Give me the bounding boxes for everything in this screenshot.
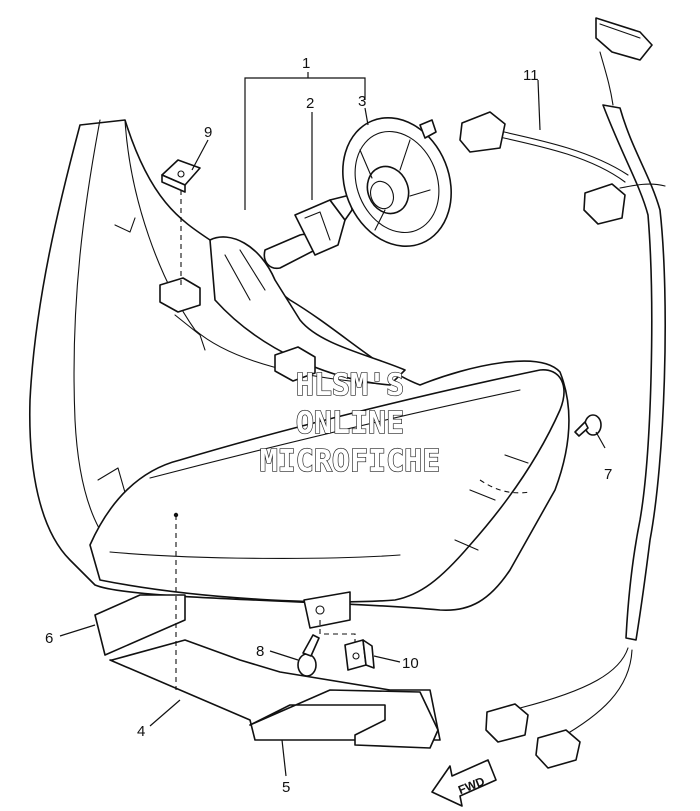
callout-1: 1	[302, 55, 310, 72]
callout-8: 8	[256, 643, 264, 660]
screw-7	[574, 414, 602, 437]
callout-2: 2	[306, 95, 314, 112]
clip-nut-9	[161, 159, 201, 193]
watermark-line-2: ONLINE	[296, 406, 404, 441]
bulb-socket-housing	[209, 236, 406, 386]
callout-6: 6	[45, 630, 53, 647]
bulb	[263, 194, 353, 270]
callout-11: 11	[523, 67, 539, 84]
watermark-line-1: HLSM'S	[296, 368, 404, 403]
callout-10: 10	[402, 655, 419, 672]
callout-9: 9	[204, 124, 212, 141]
mounting-tab	[159, 277, 351, 629]
side-panel-6	[94, 594, 186, 656]
leader-lines	[59, 72, 606, 777]
clip-nut-10	[344, 639, 375, 671]
watermark-line-3: MICROFICHE	[260, 444, 441, 479]
callout-5: 5	[282, 779, 290, 796]
bulb-cover	[342, 116, 452, 248]
under-plate-5	[249, 689, 439, 749]
headlamp-lens	[89, 369, 565, 603]
watermark: HLSM'S ONLINE MICROFICHE	[259, 367, 441, 479]
wiring-harness-11	[459, 17, 666, 769]
fwd-direction-arrow: FWD	[431, 759, 497, 807]
callout-3: 3	[358, 93, 366, 110]
callout-7: 7	[604, 466, 612, 483]
bolt-8	[297, 634, 320, 677]
callouts: 1 2 3 4 5 6 7 8 9 10 11	[45, 55, 612, 796]
callout-4: 4	[137, 723, 145, 740]
